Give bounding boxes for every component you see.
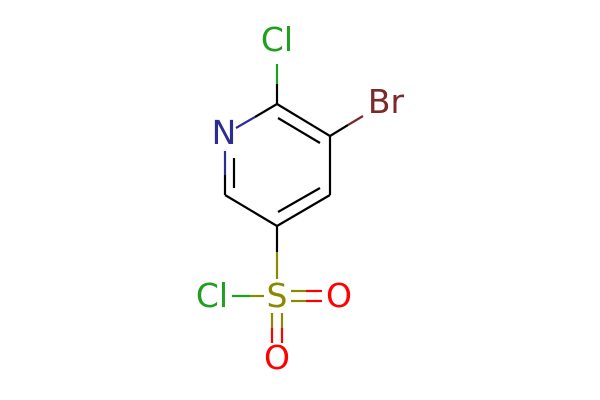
bond-c5-c6 — [224, 194, 278, 227]
atom-o-right: O — [326, 276, 352, 315]
bond-n-c2-b — [254, 103, 278, 118]
bond-c2-c3-inner — [277, 117, 321, 144]
atom-n: N — [212, 113, 237, 152]
bond-c2-c3 — [276, 103, 331, 137]
atom-s: S — [267, 276, 288, 315]
atom-br: Br — [368, 82, 405, 121]
bond-n-c2 — [235, 116, 256, 129]
atom-cl-left: Cl — [196, 276, 228, 315]
bond-c4-c5 — [276, 194, 331, 227]
bond-c4-c5-inner — [277, 187, 321, 213]
bond-c3-br-b — [347, 115, 364, 126]
atom-o-bottom: O — [264, 338, 290, 377]
bond-c3-br — [329, 124, 349, 137]
atom-cl-top: Cl — [261, 20, 293, 59]
